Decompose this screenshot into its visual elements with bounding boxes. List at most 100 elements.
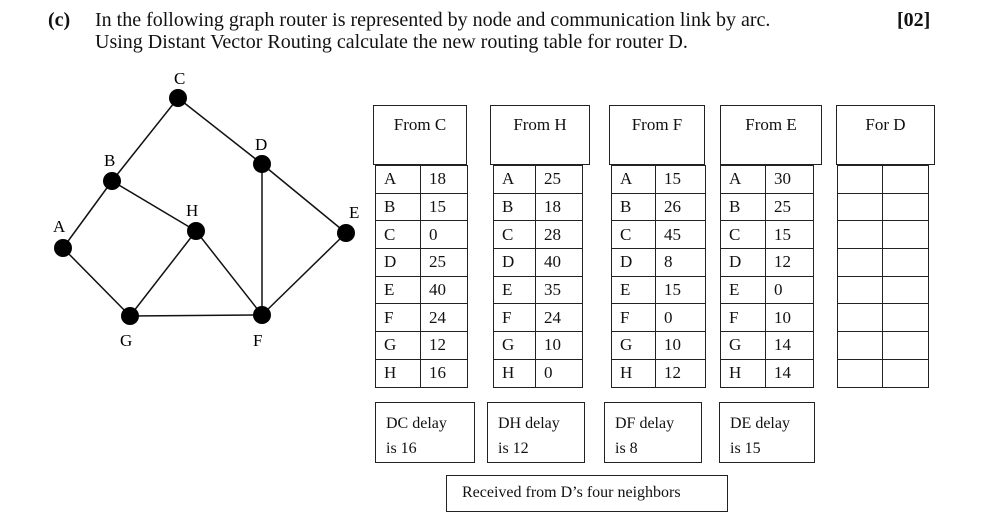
- destination-cell: E: [720, 275, 766, 305]
- destination-cell: H: [720, 358, 766, 388]
- table-header-from-f: From F: [609, 105, 705, 165]
- destination-cell: E: [493, 275, 536, 305]
- link-D-E: [261, 163, 347, 234]
- destination-cell: H: [493, 358, 536, 388]
- link-C-B: [111, 97, 179, 182]
- cost-cell[interactable]: [882, 220, 929, 250]
- link-B-A: [62, 180, 113, 249]
- cost-cell[interactable]: [882, 331, 929, 360]
- cost-cell[interactable]: [882, 192, 929, 222]
- router-label-A: A: [53, 217, 66, 236]
- router-node-E: [337, 224, 355, 242]
- cost-cell: 28: [535, 220, 583, 250]
- cost-cell[interactable]: [882, 248, 929, 277]
- link-B-H: [111, 180, 197, 232]
- destination-cell[interactable]: [837, 248, 883, 277]
- destination-cell[interactable]: [837, 358, 883, 388]
- cost-cell[interactable]: [882, 165, 929, 194]
- cost-cell: 15: [420, 192, 468, 222]
- table-header-from-e: From E: [720, 105, 822, 165]
- destination-cell[interactable]: [837, 331, 883, 360]
- cost-cell: 8: [655, 248, 706, 277]
- destination-cell: A: [375, 165, 421, 194]
- destination-cell: B: [720, 192, 766, 222]
- destination-cell: H: [611, 358, 656, 388]
- cost-cell: 24: [535, 303, 583, 333]
- destination-cell: E: [611, 275, 656, 305]
- cost-cell: 18: [535, 192, 583, 222]
- cost-cell[interactable]: [882, 358, 929, 388]
- cost-cell: 10: [535, 331, 583, 360]
- destination-cell: D: [611, 248, 656, 277]
- table-header-for-d: For D: [836, 105, 935, 165]
- destination-cell[interactable]: [837, 220, 883, 250]
- destination-cell[interactable]: [837, 303, 883, 333]
- destination-cell: E: [375, 275, 421, 305]
- cost-cell: 40: [535, 248, 583, 277]
- cost-cell: 14: [765, 358, 814, 388]
- cost-cell: 10: [655, 331, 706, 360]
- table-row: [837, 165, 929, 194]
- destination-cell: B: [611, 192, 656, 222]
- cost-cell: 12: [765, 248, 814, 277]
- link-E-F: [261, 232, 347, 316]
- cost-cell: 26: [655, 192, 706, 222]
- question-line-1: In the following graph router is represe…: [95, 9, 771, 31]
- router-node-G: [121, 307, 139, 325]
- destination-cell: F: [375, 303, 421, 333]
- cost-cell: 15: [655, 275, 706, 305]
- destination-cell: G: [611, 331, 656, 360]
- destination-cell[interactable]: [837, 165, 883, 194]
- destination-cell: G: [720, 331, 766, 360]
- cost-cell: 25: [420, 248, 468, 277]
- cost-cell: 10: [765, 303, 814, 333]
- destination-cell: C: [375, 220, 421, 250]
- link-G-F: [129, 314, 263, 317]
- cost-cell: 14: [765, 331, 814, 360]
- router-label-D: D: [255, 135, 267, 154]
- router-label-H: H: [186, 201, 198, 220]
- router-node-H: [187, 222, 205, 240]
- cost-cell: 30: [765, 165, 814, 194]
- router-node-B: [103, 172, 121, 190]
- destination-cell[interactable]: [837, 275, 883, 305]
- destination-cell: H: [375, 358, 421, 388]
- cost-cell[interactable]: [882, 303, 929, 333]
- router-label-F: F: [253, 331, 262, 350]
- router-node-C: [169, 89, 187, 107]
- destination-cell: D: [375, 248, 421, 277]
- cost-cell: 0: [655, 303, 706, 333]
- destination-cell[interactable]: [837, 192, 883, 222]
- table-header-from-c: From C: [373, 105, 467, 165]
- table-row: [837, 275, 929, 305]
- link-H-F: [195, 230, 263, 316]
- cost-cell: 16: [420, 358, 468, 388]
- cost-cell: 0: [765, 275, 814, 305]
- caption-box: Received from D’s four neighbors: [446, 475, 728, 512]
- destination-cell: B: [493, 192, 536, 222]
- table-row: [837, 303, 929, 333]
- cost-cell[interactable]: [882, 275, 929, 305]
